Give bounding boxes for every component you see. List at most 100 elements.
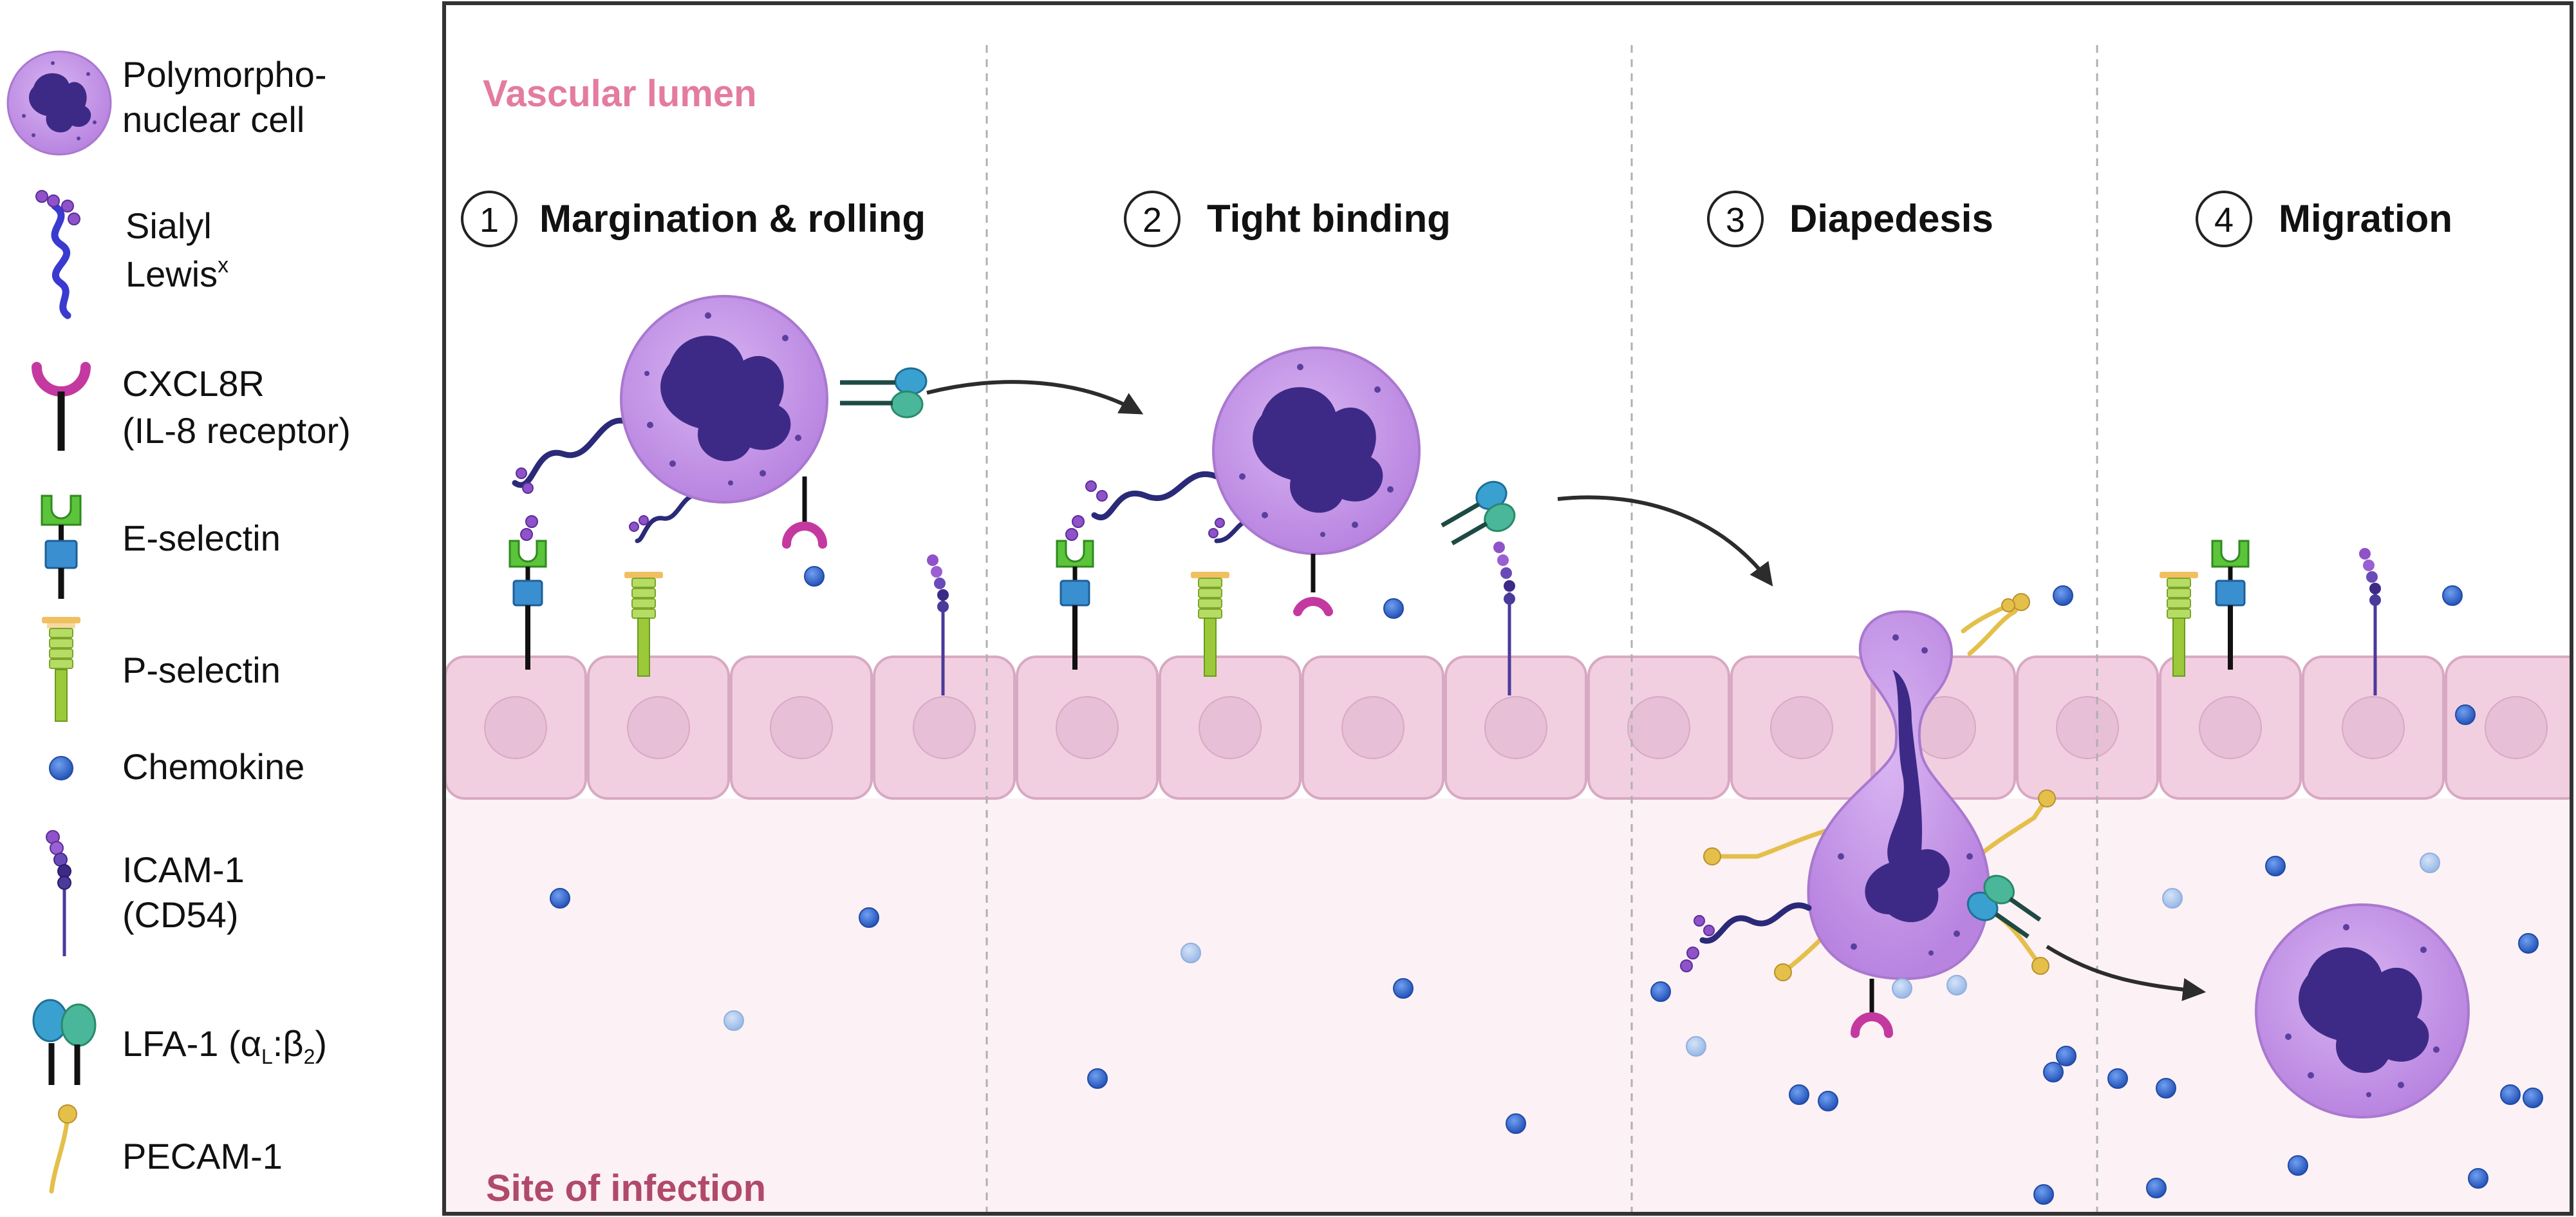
legend-sialyl-line1: Sialyl (126, 205, 212, 246)
legend-icam-line1: ICAM-1 (122, 849, 245, 890)
chemokine (2146, 1178, 2167, 1198)
chemokine (2288, 1155, 2308, 1176)
e-selectin-icon (509, 540, 547, 670)
legend-pselectin-label: P-selectin (122, 650, 281, 690)
e-selectin-icon (2211, 540, 2250, 670)
step-3-header: 3 Diapedesis (1707, 191, 1993, 247)
step-3-number: 3 (1726, 201, 1745, 240)
chemokine-faded (1181, 943, 1201, 963)
p-selectin-icon (42, 617, 80, 722)
stage-1-illustration (509, 295, 949, 695)
legend-sialyl-line2: Lewisx (126, 253, 229, 294)
chemokine (1087, 1068, 1108, 1089)
chemokine (1789, 1084, 1809, 1105)
endothelial-nucleus (2485, 696, 2548, 759)
e-selectin-icon (1056, 540, 1094, 670)
legend-chemokine-label: Chemokine (122, 746, 304, 787)
lfa-1-icon (32, 999, 97, 1085)
legend: Polymorpho- nuclear cell Sialyl Lewisx C… (6, 50, 351, 1194)
chemokine-faded (723, 1010, 744, 1031)
legend-lfa-label: LFA-1 (αL:β2) (122, 1023, 327, 1068)
step-4-label: Migration (2279, 197, 2452, 240)
neutrophil-icon (6, 50, 112, 156)
chemokine (2500, 1084, 2521, 1105)
chemokine (804, 566, 825, 587)
chemokine-faded (1686, 1036, 1706, 1057)
arrow-to-step-4 (2046, 945, 2207, 1001)
chemokine (550, 888, 570, 909)
endothelial-nucleus (2342, 696, 2405, 759)
icam-1-icon (1493, 542, 1515, 695)
chemokine (2468, 1168, 2488, 1189)
endothelial-nucleus (2056, 696, 2119, 759)
site-of-infection-region (444, 798, 2571, 1214)
stage-4-illustration (2160, 540, 2470, 1118)
endothelial-nucleus (2199, 696, 2262, 759)
e-selectin-icon (41, 495, 82, 599)
lfa-1-icon (840, 367, 928, 419)
endothelial-nucleus (1770, 696, 1833, 759)
chemokine (2265, 856, 2286, 876)
chemokine (1650, 981, 1671, 1002)
endothelial-nucleus (484, 696, 547, 759)
step-1-number: 1 (480, 201, 499, 240)
chemokine (1818, 1091, 1838, 1111)
chemokine (2442, 585, 2463, 606)
step-2-label: Tight binding (1207, 197, 1451, 240)
legend-eselectin-label: E-selectin (122, 518, 281, 558)
legend-cxcl8r-line2: (IL-8 receptor) (122, 410, 351, 451)
legend-pecam-label: PECAM-1 (122, 1136, 283, 1176)
lfa-1-icon (1966, 874, 2042, 939)
chemokine (2523, 1088, 2543, 1108)
neutrophil (2255, 903, 2470, 1118)
chemokine (1506, 1113, 1526, 1134)
sialyl-lewis-x-icon (35, 190, 80, 319)
arrow-to-step-3 (1557, 495, 1773, 587)
chemokine (2053, 585, 2073, 606)
chemokine (1393, 978, 1414, 999)
endothelial-nucleus (1484, 696, 1547, 759)
legend-cxcl8r-line1: CXCL8R (122, 363, 265, 404)
cxcl8r-icon (32, 362, 91, 451)
step-2-number: 2 (1143, 201, 1162, 240)
chemokine-faded (2162, 888, 2183, 909)
chemokine-icon (49, 756, 73, 780)
chemokine-faded (2420, 853, 2440, 873)
endothelial-nucleus (1056, 696, 1119, 759)
step-2-header: 2 Tight binding (1124, 191, 1451, 247)
chemokine (2043, 1062, 2064, 1082)
pecam-1-icon (49, 1104, 77, 1194)
chemokine (2107, 1068, 2128, 1089)
endothelial-nucleus (770, 696, 833, 759)
lfa-1-icon (1441, 480, 1516, 545)
chemokine (2056, 1046, 2077, 1066)
legend-pmn-line1: Polymorpho- (122, 54, 326, 95)
vascular-lumen-label: Vascular lumen (483, 73, 757, 115)
p-selectin-icon (2160, 572, 2198, 677)
p-selectin-icon (1191, 572, 1229, 677)
endothelial-nucleus (627, 696, 690, 759)
chemokine (2518, 933, 2539, 954)
chemokine (2156, 1078, 2176, 1099)
chemokine-faded (1892, 978, 1912, 999)
step-4-number: 4 (2214, 201, 2234, 240)
chemokine-faded (1946, 975, 1967, 995)
main-panel: Vascular lumen Site of infection 1 Margi… (442, 1, 2573, 1216)
arrow-to-step-2 (926, 380, 1144, 415)
step-4-header: 4 Migration (2196, 191, 2452, 247)
step-1-header: 1 Margination & rolling (461, 191, 926, 247)
stage-2-illustration (1056, 346, 1516, 695)
chemokine (1383, 598, 1404, 619)
step-3-label: Diapedesis (1789, 197, 1993, 240)
chemokine (859, 907, 879, 928)
chemokine (2455, 704, 2476, 725)
p-selectin-icon (624, 572, 663, 677)
site-of-infection-label: Site of infection (486, 1167, 766, 1209)
endothelial-nucleus (1627, 696, 1690, 759)
neutrophil (1212, 346, 1421, 555)
panel-border (442, 1, 2573, 1216)
stage-3-illustration (1680, 593, 2056, 1038)
legend-pmn-line2: nuclear cell (122, 99, 304, 140)
endothelial-nucleus (1341, 696, 1405, 759)
